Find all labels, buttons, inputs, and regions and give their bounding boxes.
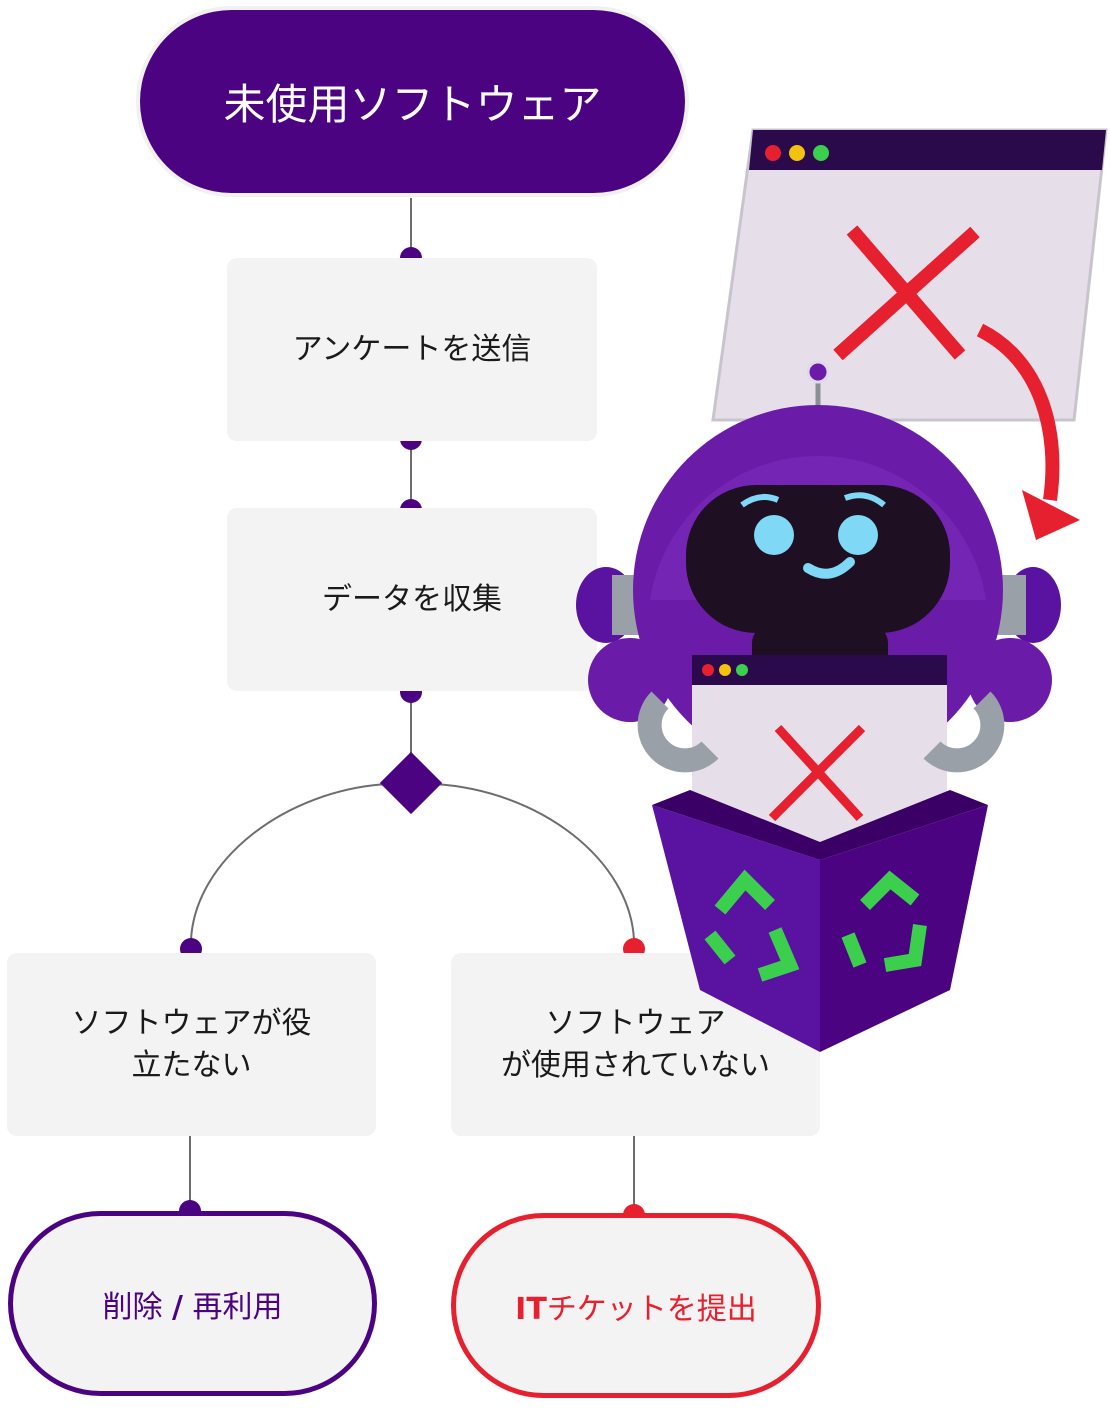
result-label: 削除 / 再利用	[102, 1289, 283, 1325]
step-label: データを収集	[322, 581, 502, 617]
recycle-icon	[704, 869, 800, 982]
condition-label: ソフトウェアが役 立たない	[71, 1005, 312, 1083]
close-icon	[833, 225, 980, 361]
end-delete-reuse: 削除 / 再利用	[8, 1211, 377, 1396]
condition-label: ソフトウェア が使用されていない	[500, 1005, 771, 1083]
connector-decision-right	[433, 783, 635, 941]
end-submit-ticket: ITチケットを提出	[451, 1213, 821, 1398]
branch-not-useful: ソフトウェアが役 立たない	[7, 953, 376, 1136]
step-collect-data: データを収集	[227, 508, 597, 691]
arrow-icon	[976, 323, 1080, 540]
step-label: アンケートを送信	[292, 331, 532, 367]
decision-diamond	[379, 751, 443, 815]
recycle-bin	[652, 790, 988, 1052]
result-label: ITチケットを提出	[515, 1291, 757, 1327]
browser-window-large	[711, 128, 1108, 422]
connector-decision-left	[190, 783, 389, 941]
step-send-survey: アンケートを送信	[227, 258, 597, 441]
start-label: 未使用ソフトウェア	[223, 80, 602, 129]
recycle-icon	[841, 870, 927, 972]
start-node: 未使用ソフトウェア	[140, 10, 685, 193]
close-icon	[768, 724, 866, 822]
